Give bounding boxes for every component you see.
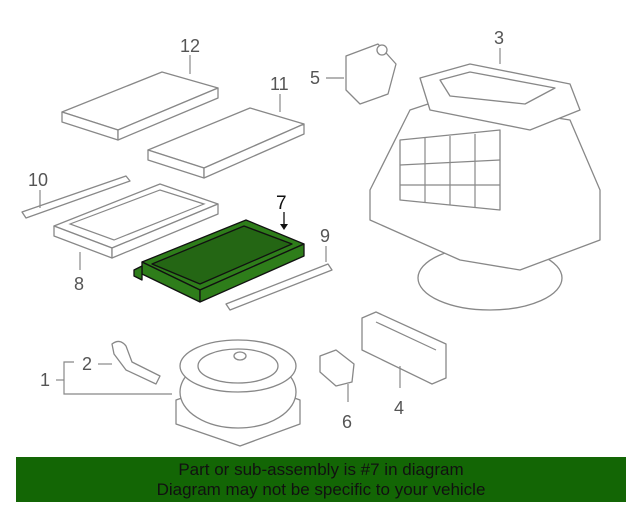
part-8-case[interactable] [53, 183, 219, 259]
part-5-actuator[interactable] [345, 43, 397, 105]
callout-9: 9 [320, 226, 330, 246]
part-3-heater-unit[interactable] [369, 63, 601, 311]
part-12-filter[interactable] [61, 71, 219, 141]
callout-8: 8 [74, 274, 84, 294]
part-9-seal[interactable] [225, 263, 333, 311]
callout-3: 3 [494, 28, 504, 48]
part-6-sensor[interactable] [319, 349, 355, 387]
part-11-filter[interactable] [147, 107, 305, 179]
part-2-duct-hose[interactable] [111, 340, 161, 385]
callout-5: 5 [310, 68, 320, 88]
callout-10: 10 [28, 170, 48, 190]
part-1-blower-motor[interactable] [175, 339, 301, 447]
banner-line-1: Part or sub-assembly is #7 in diagram [178, 460, 464, 479]
callout-4: 4 [394, 398, 404, 418]
part-4-resistor[interactable] [361, 311, 447, 385]
part-7-highlighted[interactable] [133, 219, 305, 303]
callout-12: 12 [180, 36, 200, 56]
banner-line-2: Diagram may not be specific to your vehi… [156, 480, 486, 499]
diagram-notice-banner: Part or sub-assembly is #7 in diagram Di… [16, 457, 626, 502]
callout-2: 2 [82, 354, 92, 374]
callout-1: 1 [40, 370, 50, 390]
callout-6: 6 [342, 412, 352, 432]
callout-11: 11 [270, 74, 289, 94]
part-10-seal[interactable] [21, 175, 131, 219]
callout-7: 7 [276, 193, 287, 214]
